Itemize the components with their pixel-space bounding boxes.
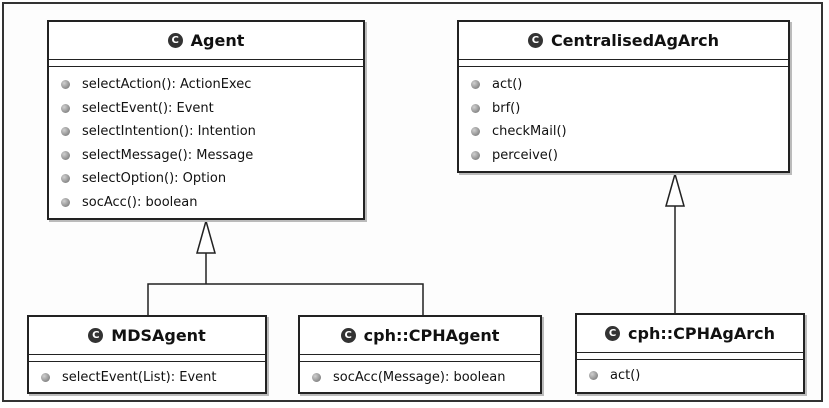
- method-item: selectEvent(): Event: [49, 97, 363, 121]
- method-label: act(): [610, 368, 641, 384]
- method-item: selectEvent(List): Event: [29, 366, 265, 390]
- method-item: selectOption(): Option: [49, 167, 363, 191]
- method-visibility-icon: [471, 103, 480, 113]
- class-icon: C: [340, 328, 356, 343]
- class-header: C Agent: [49, 22, 363, 60]
- class-icon: C: [527, 33, 543, 48]
- method-label: selectAction(): ActionExec: [82, 77, 252, 93]
- class-name: CentralisedAgArch: [550, 31, 720, 50]
- attributes-compartment: [577, 353, 803, 360]
- method-label: selectMessage(): Message: [82, 147, 254, 163]
- class-name: cph::CPHAgent: [363, 326, 500, 345]
- methods-compartment: socAcc(Message): boolean: [300, 362, 540, 394]
- method-label: selectIntention(): Intention: [82, 124, 256, 140]
- methods-compartment: selectAction(): ActionExec selectEvent()…: [49, 67, 363, 218]
- class-mdsagent[interactable]: C MDSAgent selectEvent(List): Event: [27, 315, 267, 394]
- method-visibility-icon: [61, 127, 70, 137]
- method-item: socAcc(Message): boolean: [300, 366, 540, 390]
- method-item: act(): [459, 73, 788, 97]
- class-name: cph::CPHAgArch: [628, 324, 775, 343]
- method-label: socAcc(): boolean: [82, 194, 198, 210]
- method-item: brf(): [459, 97, 788, 121]
- method-visibility-icon: [41, 373, 50, 383]
- methods-compartment: act() brf() checkMail() perceive(): [459, 67, 788, 171]
- method-label: checkMail(): [492, 124, 567, 140]
- method-visibility-icon: [61, 197, 70, 207]
- method-visibility-icon: [312, 373, 321, 383]
- method-visibility-icon: [471, 127, 480, 137]
- class-cphagarch[interactable]: C cph::CPHAgArch act(): [575, 313, 805, 394]
- method-label: brf(): [492, 100, 521, 116]
- method-item: checkMail(): [459, 120, 788, 144]
- attributes-compartment: [49, 60, 363, 67]
- methods-compartment: act(): [577, 360, 803, 392]
- method-visibility-icon: [471, 80, 480, 90]
- attributes-compartment: [459, 60, 788, 67]
- method-label: perceive(): [492, 147, 558, 163]
- method-visibility-icon: [61, 80, 70, 90]
- class-agent[interactable]: C Agent selectAction(): ActionExec selec…: [47, 20, 365, 220]
- class-centralisedagarch[interactable]: C CentralisedAgArch act() brf() checkMai…: [457, 20, 790, 173]
- methods-compartment: selectEvent(List): Event: [29, 362, 265, 394]
- class-header: C cph::CPHAgArch: [577, 315, 803, 353]
- class-header: C CentralisedAgArch: [459, 22, 788, 60]
- method-label: selectOption(): Option: [82, 171, 227, 187]
- class-header: C cph::CPHAgent: [300, 317, 540, 355]
- method-visibility-icon: [61, 150, 70, 160]
- method-item: act(): [577, 364, 803, 388]
- class-name: Agent: [190, 31, 245, 50]
- method-visibility-icon: [61, 103, 70, 113]
- method-item: selectAction(): ActionExec: [49, 73, 363, 97]
- class-cphagent[interactable]: C cph::CPHAgent socAcc(Message): boolean: [298, 315, 542, 394]
- method-label: selectEvent(List): Event: [62, 370, 217, 386]
- method-item: perceive(): [459, 144, 788, 168]
- class-name: MDSAgent: [111, 326, 206, 345]
- method-visibility-icon: [61, 174, 70, 184]
- method-label: selectEvent(): Event: [82, 100, 214, 116]
- class-icon: C: [88, 328, 104, 343]
- method-label: act(): [492, 77, 523, 93]
- method-item: selectMessage(): Message: [49, 144, 363, 168]
- method-visibility-icon: [589, 371, 598, 381]
- class-header: C MDSAgent: [29, 317, 265, 355]
- attributes-compartment: [300, 355, 540, 362]
- method-label: socAcc(Message): boolean: [333, 370, 506, 386]
- method-item: selectIntention(): Intention: [49, 120, 363, 144]
- attributes-compartment: [29, 355, 265, 362]
- class-icon: C: [167, 33, 183, 48]
- class-icon: C: [605, 326, 621, 341]
- method-item: socAcc(): boolean: [49, 191, 363, 215]
- method-visibility-icon: [471, 150, 480, 160]
